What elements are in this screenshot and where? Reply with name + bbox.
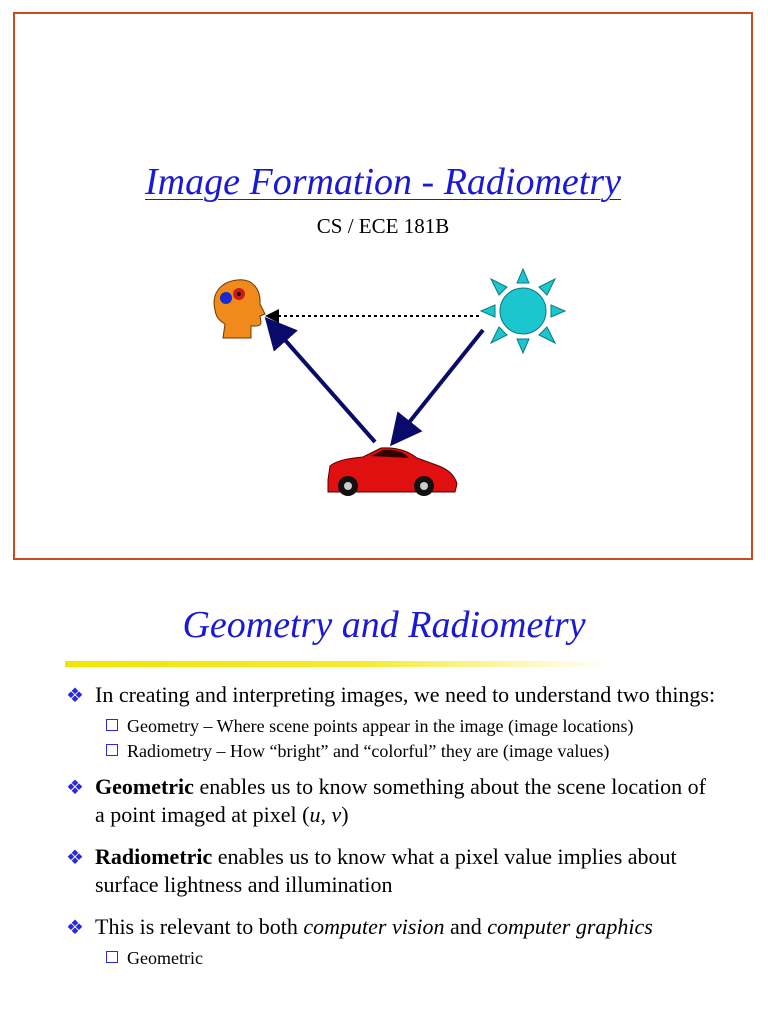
sun-to-car-arrow <box>390 328 485 447</box>
head-icon <box>213 279 266 339</box>
bullet-1-text: In creating and interpreting images, we … <box>95 682 716 707</box>
bullet-1: ❖ In creating and interpreting images, w… <box>66 681 716 709</box>
diamond-bullet-icon: ❖ <box>66 777 84 799</box>
sub-bullet-partial: Geometric <box>104 947 716 969</box>
slide-1-subtitle: CS / ECE 181B <box>316 214 450 238</box>
slide-1: Image Formation - Radiometry CS / ECE 18… <box>13 12 753 560</box>
bullet-2-uv: u, v <box>309 802 342 827</box>
bullet-3-bold: Radiometric <box>95 844 213 869</box>
bullet-2-text: enables us to know something about the s… <box>95 774 706 827</box>
slide-1-title: Image Formation - Radiometry <box>145 161 621 203</box>
bullet-4: ❖ This is relevant to both computer visi… <box>66 913 716 941</box>
bullet-2-bold: Geometric <box>95 774 194 799</box>
sub-bullet-geometry: Geometry – Where scene points appear in … <box>104 715 716 737</box>
diamond-bullet-icon: ❖ <box>66 685 84 707</box>
bullet-3-text: enables us to know what a pixel value im… <box>95 844 677 897</box>
sub-bullet-radiometry: Radiometry – How “bright” and “colorful”… <box>104 740 716 762</box>
diamond-bullet-icon: ❖ <box>66 917 84 939</box>
bullet-4-b: and <box>444 914 488 939</box>
radiometry-diagram <box>213 267 567 496</box>
square-bullet-icon <box>106 719 118 731</box>
bullet-list: ❖ In creating and interpreting images, w… <box>66 681 716 972</box>
title-underline-rule <box>65 661 605 667</box>
diamond-bullet-icon: ❖ <box>66 847 84 869</box>
bullet-4-cv: computer vision <box>303 914 445 939</box>
sub-bullet-geometry-text: Geometry – Where scene points appear in … <box>127 716 634 736</box>
slide-2: Geometry and Radiometry ❖ In creating an… <box>0 575 768 1024</box>
sun-icon <box>479 267 567 355</box>
bullet-4-cg: computer graphics <box>487 914 653 939</box>
sub-bullet-radiometry-text: Radiometry – How “bright” and “colorful”… <box>127 741 610 761</box>
car-icon <box>327 447 458 496</box>
sub-bullet-partial-text: Geometric <box>127 948 203 968</box>
square-bullet-icon <box>106 744 118 756</box>
car-to-eye-arrow <box>264 317 377 444</box>
square-bullet-icon <box>106 951 118 963</box>
bullet-3: ❖ Radiometric enables us to know what a … <box>66 843 716 899</box>
slide-2-title: Geometry and Radiometry <box>182 604 586 646</box>
bullet-4-a: This is relevant to both <box>95 914 304 939</box>
bullet-2: ❖ Geometric enables us to know something… <box>66 773 716 829</box>
bullet-2-end: ) <box>341 802 349 827</box>
